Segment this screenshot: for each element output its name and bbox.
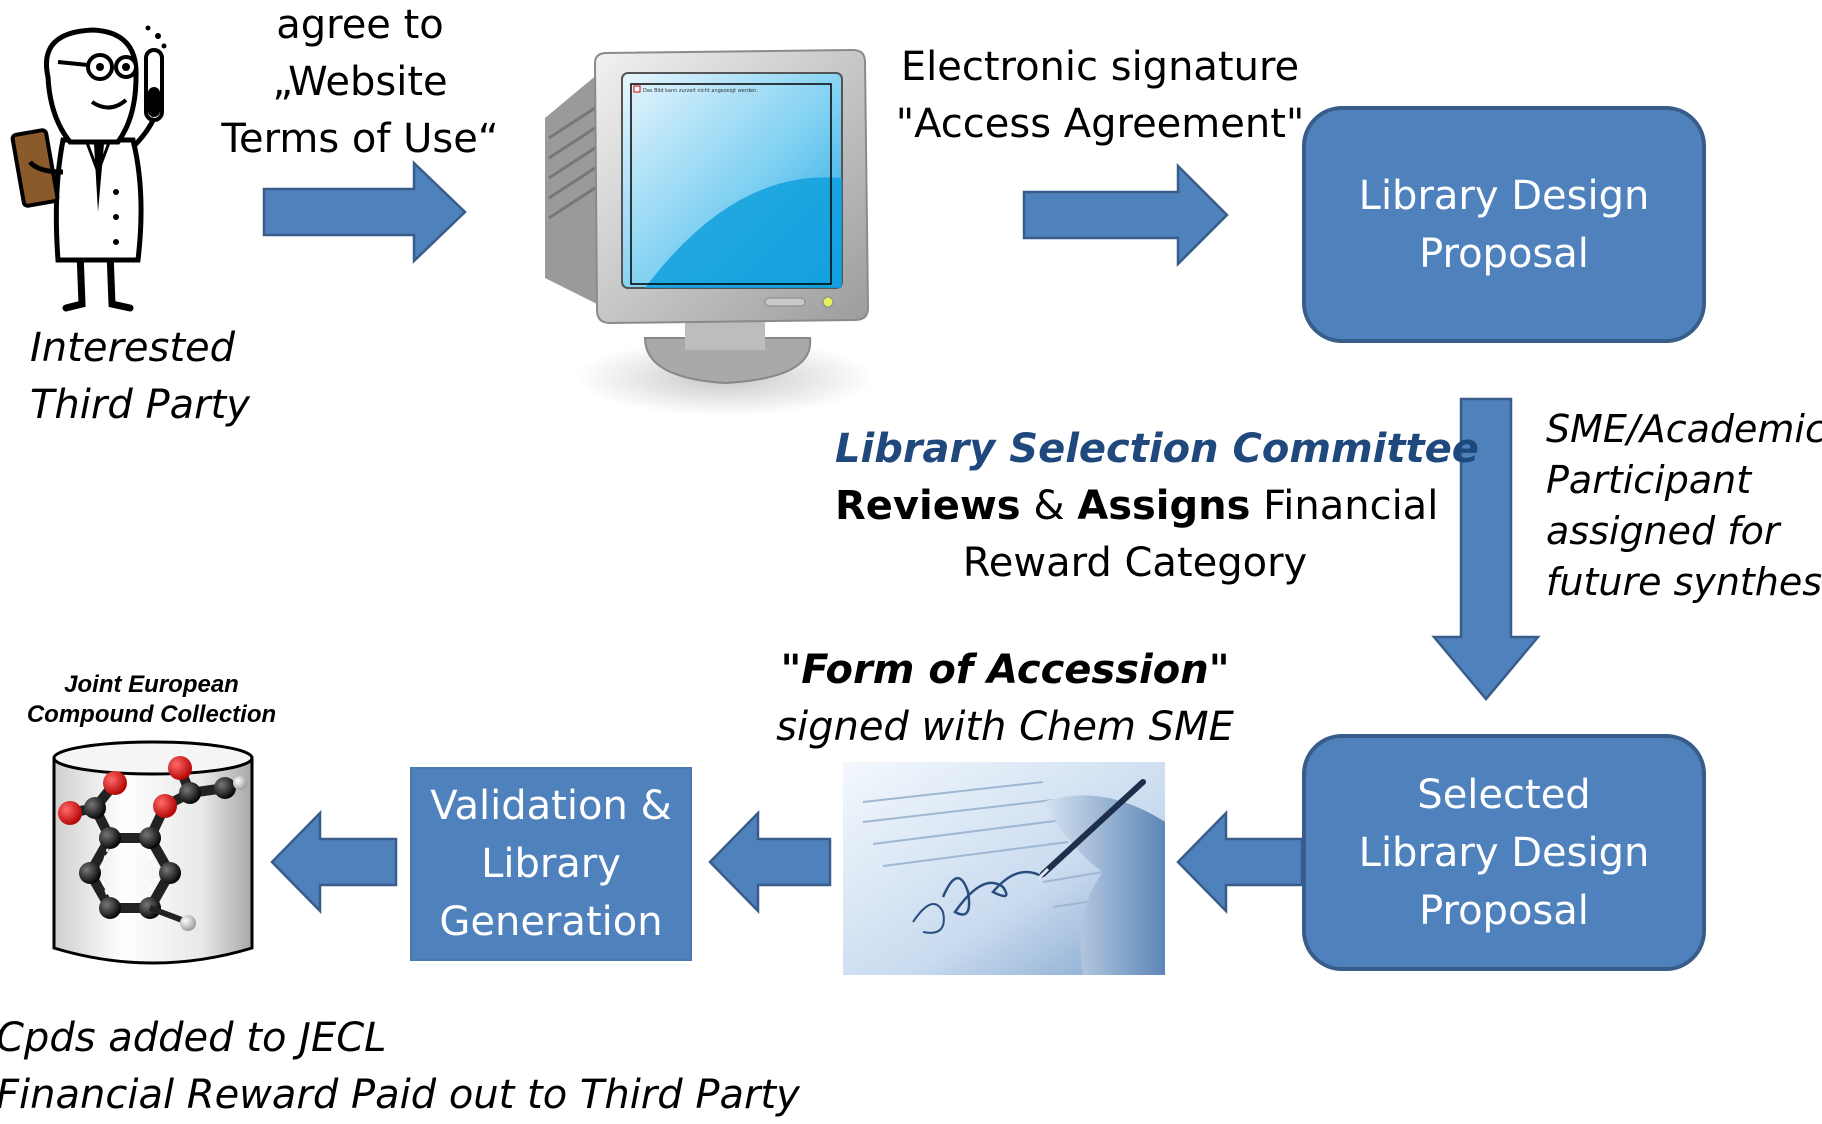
scientist-illustration xyxy=(10,25,167,312)
terms-line: agree to xyxy=(276,2,444,48)
jecl-label: Joint European Compound Collection xyxy=(14,670,289,730)
selected-library-design-proposal-box: Selected Library Design Proposal xyxy=(1302,734,1706,971)
scientist-caption: Interested Third Party xyxy=(30,320,250,434)
right-arrow-icon xyxy=(262,160,467,264)
accession-title: "Form of Accession" xyxy=(780,647,1230,693)
box-line: Selected xyxy=(1417,771,1591,818)
left-arrow-icon xyxy=(270,809,398,915)
box-line: Library Design xyxy=(1358,829,1650,876)
box-line: Proposal xyxy=(1419,887,1589,934)
financial-label: Financial xyxy=(1250,483,1439,529)
reviews-label: Reviews xyxy=(835,483,1021,529)
signature-line: "Access Agreement" xyxy=(895,101,1305,147)
library-design-proposal-box: Library Design Proposal xyxy=(1302,106,1706,343)
box-line: Validation & xyxy=(430,783,672,829)
sme-note: SME/Academic Participant assigned for fu… xyxy=(1546,404,1822,608)
terms-of-use-label: agree to „Website Terms of Use“ xyxy=(220,0,500,168)
box-line: Library Design xyxy=(1358,172,1650,219)
jecl-label-line: Compound Collection xyxy=(26,701,277,728)
committee-text: Library Selection Committee Reviews & As… xyxy=(835,421,1479,592)
right-arrow-icon xyxy=(1022,162,1229,268)
sme-note-line: future synthesis xyxy=(1546,560,1822,604)
sme-note-line: assigned for xyxy=(1546,509,1780,553)
jecl-caption: Cpds added to JECL Financial Reward Paid… xyxy=(0,1010,800,1124)
scientist-caption-line: Third Party xyxy=(30,382,250,428)
box-line: Generation xyxy=(439,899,663,945)
monitor-error-text: Das Bild kann zurzeit nicht angezeigt we… xyxy=(643,88,758,94)
compound-collection-cylinder-icon xyxy=(52,740,254,965)
sme-note-line: SME/Academic xyxy=(1546,407,1822,451)
box-line: Proposal xyxy=(1419,230,1589,277)
jecl-caption-line: Financial Reward Paid out to Third Party xyxy=(0,1072,800,1118)
left-arrow-icon xyxy=(1176,809,1304,915)
assigns-label: Assigns xyxy=(1077,483,1251,529)
computer-monitor-icon: Das Bild kann zurzeit nicht angezeigt we… xyxy=(545,48,870,416)
electronic-signature-label: Electronic signature "Access Agreement" xyxy=(880,39,1320,153)
scientist-caption-line: Interested xyxy=(30,325,236,371)
accession-subtitle: signed with Chem SME xyxy=(776,704,1234,750)
document-signing-photo xyxy=(843,762,1165,975)
signature-line: Electronic signature xyxy=(900,44,1300,90)
left-arrow-icon xyxy=(708,809,832,915)
committee-line-3: Reward Category xyxy=(962,540,1308,586)
box-line: Library xyxy=(481,841,621,887)
committee-line-2: Reviews & Assigns Financial xyxy=(835,478,1439,535)
jecl-caption-line: Cpds added to JECL xyxy=(0,1015,387,1061)
down-arrow-icon xyxy=(1431,397,1541,701)
validation-library-generation-box: Validation & Library Generation xyxy=(410,767,692,961)
committee-title: Library Selection Committee xyxy=(835,426,1479,472)
form-of-accession-label: "Form of Accession" signed with Chem SME xyxy=(760,642,1250,756)
terms-line: Terms of Use“ xyxy=(221,116,499,162)
sme-note-line: Participant xyxy=(1546,458,1752,502)
terms-line: „Website xyxy=(272,59,448,105)
amp-label: & xyxy=(1020,483,1078,529)
jecl-label-line: Joint European xyxy=(64,671,239,698)
